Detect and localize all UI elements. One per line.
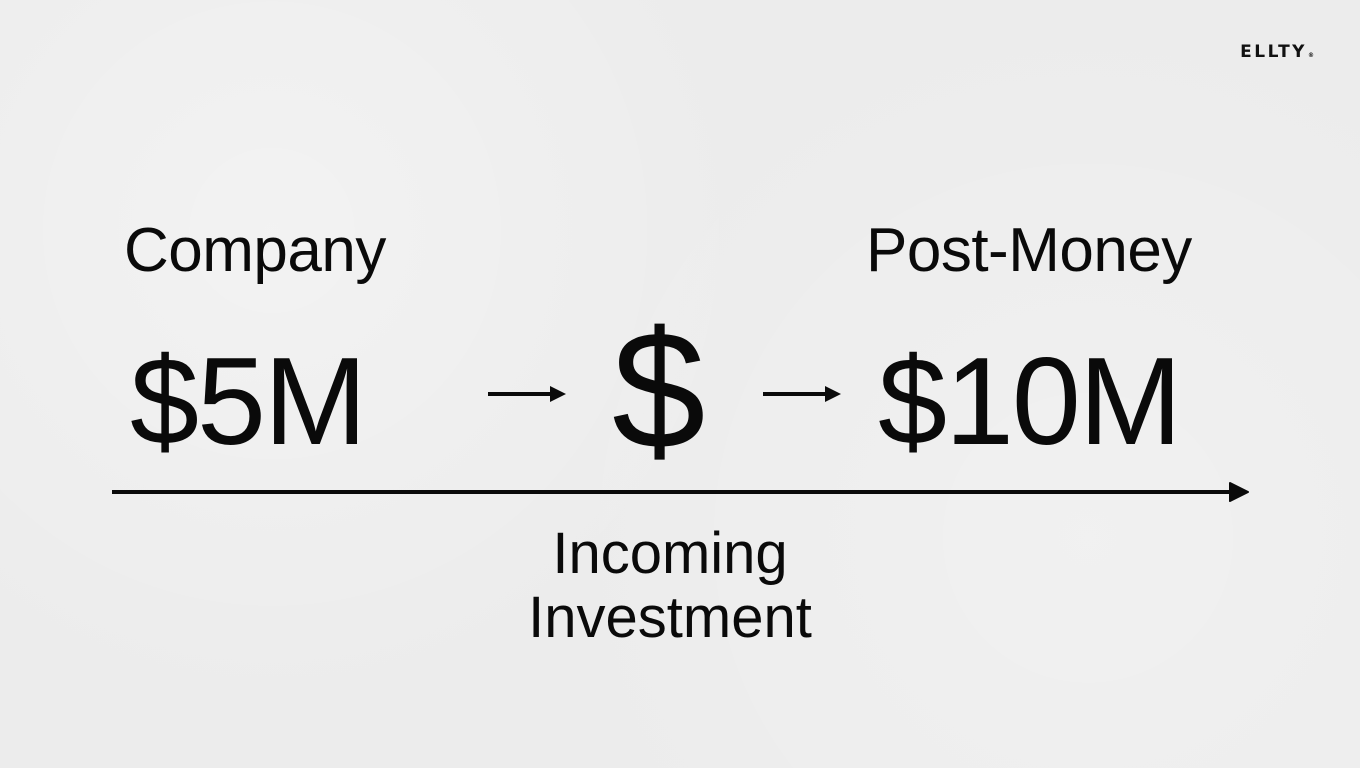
post-money-label: Post-Money <box>866 216 1192 285</box>
incoming-investment-caption: Incoming Investment <box>470 522 870 650</box>
investment-dollar-icon: $ <box>612 296 706 484</box>
caption-line-2: Investment <box>528 585 812 650</box>
caption-line-1: Incoming <box>552 521 788 586</box>
company-valuation: $5M <box>130 333 367 471</box>
long-right-arrow-icon <box>112 482 1249 502</box>
registered-mark: ® <box>1308 52 1314 59</box>
company-label: Company <box>124 216 386 285</box>
post-money-valuation: $10M <box>878 333 1182 471</box>
right-arrow-icon <box>763 386 841 402</box>
brand-logo-text: ELLTY <box>1240 42 1307 62</box>
brand-logo: ELLTY® <box>1240 42 1314 62</box>
right-arrow-icon <box>488 386 566 402</box>
